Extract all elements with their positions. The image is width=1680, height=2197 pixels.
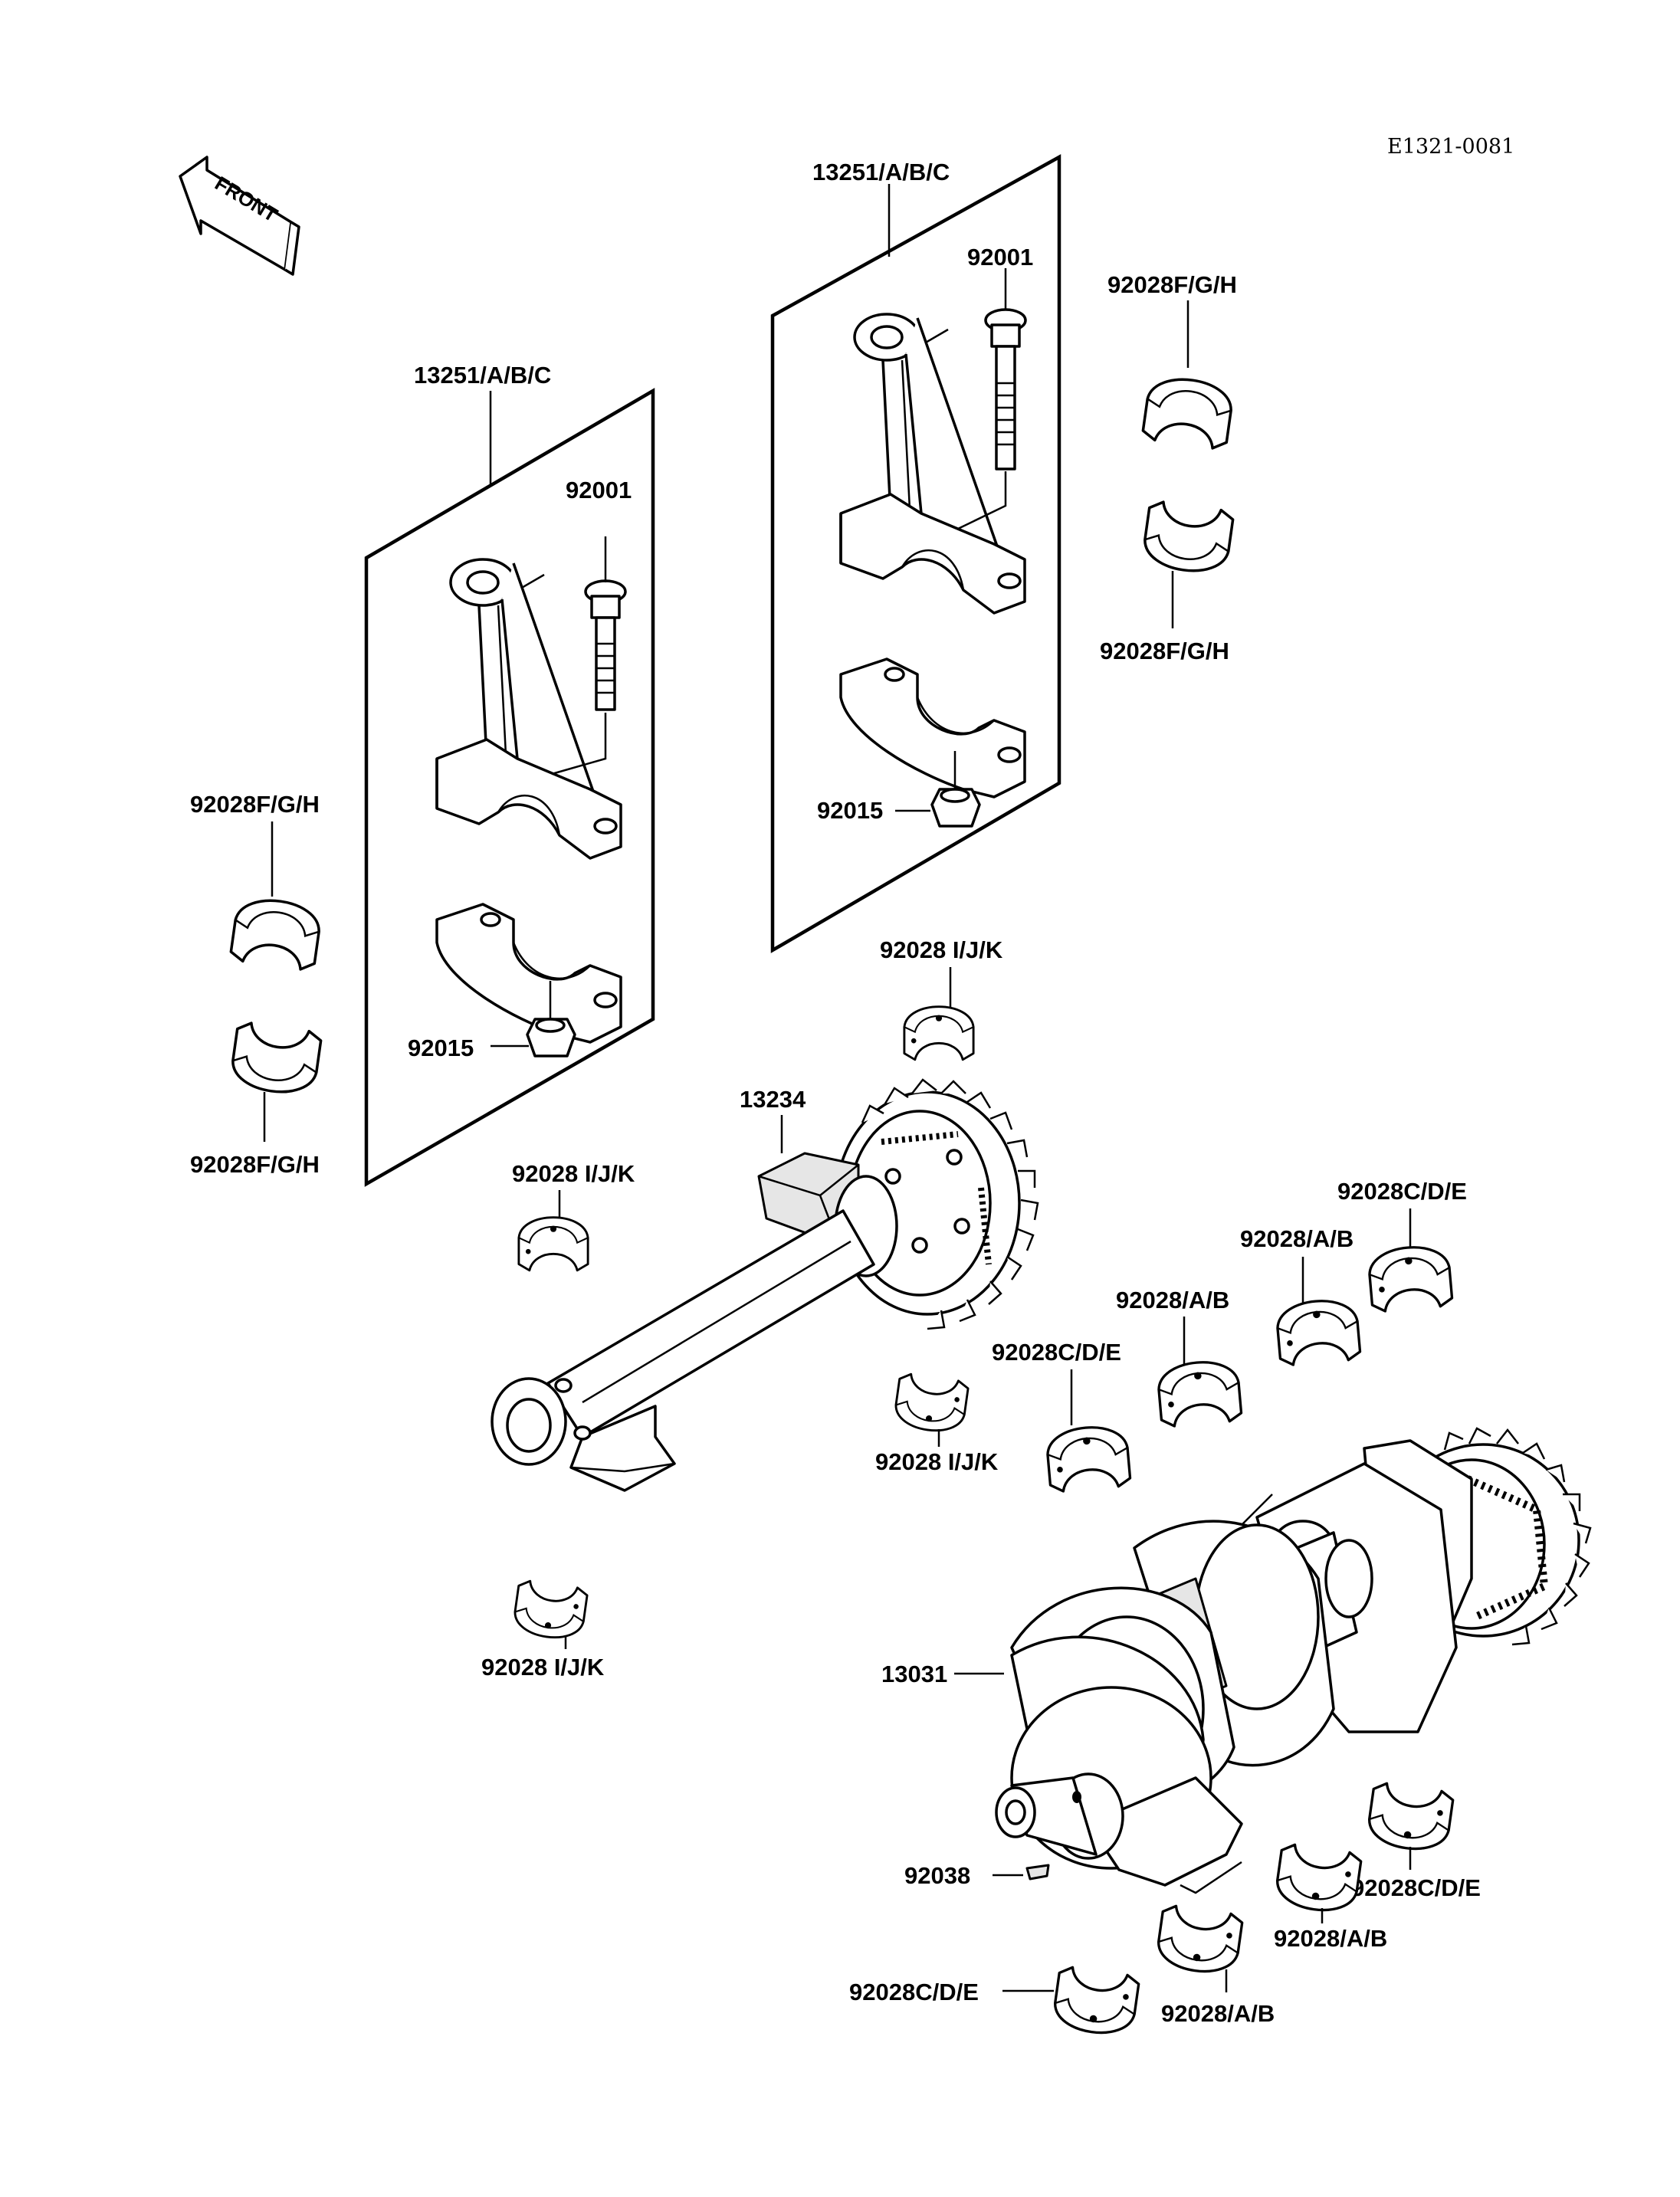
label-key: 92038 (904, 1862, 970, 1889)
label-brg-cde-mid: 92028C/D/E (992, 1339, 1121, 1366)
label-brg-ab-right-low: 92028/A/B (1274, 1925, 1387, 1952)
label-nut-left: 92015 (408, 1035, 474, 1061)
bearing-cde-top: 92028C/D/E (1337, 1178, 1467, 1314)
bearing-ijk-low: 92028 I/J/K (875, 1371, 999, 1475)
bearing-ijk-top: 92028 I/J/K (880, 936, 1003, 1061)
bearing-fgh-left-top: 92028F/G/H (190, 791, 324, 973)
label-brg-fgh-left-bottom: 92028F/G/H (190, 1151, 320, 1178)
bearing-ijk-mid: 92028 I/J/K (512, 1160, 635, 1272)
bearing-cde-mid: 92028C/D/E (992, 1339, 1133, 1494)
woodruff-key: 92038 (904, 1862, 1050, 1889)
label-bolt-left: 92001 (566, 477, 632, 503)
bearing-ab-top1: 92028/A/B (1240, 1225, 1363, 1368)
label-brg-fgh-left-top: 92028F/G/H (190, 791, 320, 818)
bearing-ijk-bottom: 92028 I/J/K (481, 1578, 605, 1681)
right-rod-assembly: 13251/A/B/C 92001 92015 (770, 154, 1061, 953)
label-brg-ijk-top: 92028 I/J/K (880, 936, 1003, 963)
label-nut-right: 92015 (817, 797, 883, 824)
label-brg-fgh-right-top: 92028F/G/H (1107, 271, 1237, 298)
label-brg-cde-top: 92028C/D/E (1337, 1178, 1467, 1205)
bearing-cde-bottom: 92028C/D/E (849, 1964, 1141, 2039)
label-bolt-right: 92001 (967, 244, 1033, 271)
label-brg-fgh-right-bottom: 92028F/G/H (1100, 638, 1229, 664)
bearing-fgh-right-bottom: 92028F/G/H (1100, 498, 1235, 664)
balancer-shaft: 13234 (491, 1078, 1039, 1492)
label-crankshaft: 13031 (881, 1661, 947, 1687)
label-brg-ab-bottom: 92028/A/B (1161, 2000, 1275, 2027)
label-balancer: 13234 (740, 1086, 806, 1113)
label-rod-left: 13251/A/B/C (414, 362, 551, 389)
bearing-ab-top2: 92028/A/B (1116, 1287, 1244, 1429)
bearing-ab-bottom: 92028/A/B (1153, 1903, 1275, 2027)
bearing-fgh-right-top: 92028F/G/H (1107, 271, 1237, 452)
diagram-code: E1321-0081 (1387, 135, 1514, 159)
label-rod-right: 13251/A/B/C (812, 159, 950, 185)
label-brg-cde-bottom: 92028C/D/E (849, 1979, 979, 2005)
bearing-cde-right-low: 92028C/D/E (1351, 1780, 1481, 1901)
front-arrow-icon: FRONT (179, 156, 300, 276)
bearing-fgh-left-bottom: 92028F/G/H (190, 1019, 323, 1178)
label-brg-ab-top1: 92028/A/B (1240, 1225, 1354, 1252)
label-brg-ab-top2: 92028/A/B (1116, 1287, 1229, 1313)
label-brg-ijk-bottom: 92028 I/J/K (481, 1654, 605, 1681)
bearing-ab-right-low: 92028/A/B (1272, 1841, 1387, 1952)
label-brg-ijk-mid: 92028 I/J/K (512, 1160, 635, 1187)
label-brg-cde-right-low: 92028C/D/E (1351, 1874, 1481, 1901)
label-brg-ijk-low: 92028 I/J/K (875, 1448, 999, 1475)
crankshaft: 13031 (881, 1427, 1592, 1894)
left-rod-assembly: 13251/A/B/C 92001 92015 (364, 362, 655, 1187)
